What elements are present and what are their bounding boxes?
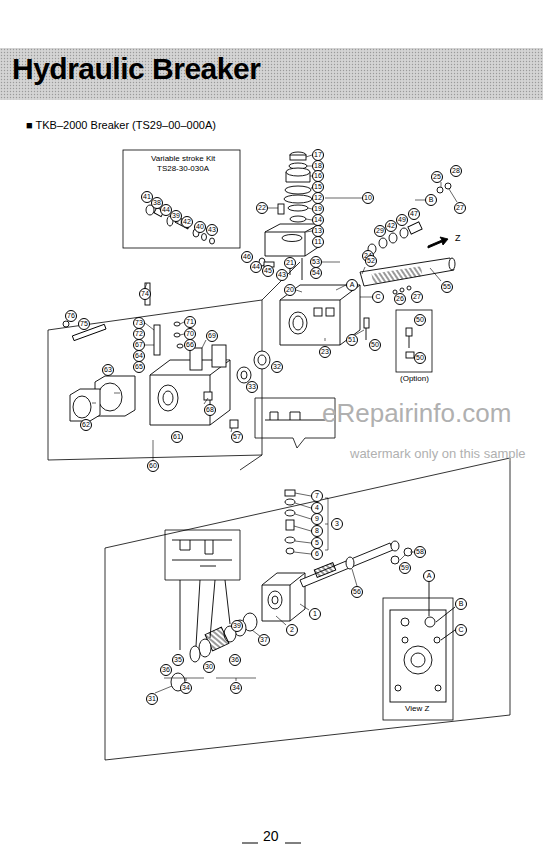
callout-number: 42 — [385, 220, 397, 232]
callout-number: 71 — [184, 316, 196, 328]
callout-number: B — [425, 194, 437, 206]
callout-number: A — [346, 279, 358, 291]
text-label: View Z — [405, 704, 429, 713]
callout-number: 11 — [312, 236, 324, 248]
callout-number: 26 — [394, 293, 406, 305]
callout-number: 27 — [454, 202, 466, 214]
text-label: TS28-30-030A — [157, 164, 209, 173]
callout-number: 65 — [133, 361, 145, 373]
callout-number: 63 — [102, 364, 114, 376]
callout-number: 45 — [262, 265, 274, 277]
page-title: Hydraulic Breaker — [12, 52, 260, 86]
page-number: 20 — [263, 828, 279, 844]
callout-number: 39 — [231, 620, 243, 632]
callout-number: 23 — [319, 346, 331, 358]
callout-number: 20 — [284, 284, 296, 296]
callout-number: 62 — [80, 419, 92, 431]
callout-number: 58 — [414, 546, 426, 558]
watermark: eRepairinfo.com — [322, 398, 511, 429]
callout-number: 1 — [309, 608, 321, 620]
callout-number: 21 — [284, 257, 296, 269]
callout-number: 27 — [411, 291, 423, 303]
variable-stroke-kit-parts — [146, 205, 215, 244]
callout-number: 43 — [206, 224, 218, 236]
callout-number: 50 — [369, 339, 381, 351]
callout-number: 66 — [184, 339, 196, 351]
title-band — [0, 48, 543, 100]
lower-valve-parts — [171, 490, 412, 691]
text-label: ■ TKB–2000 Breaker (TS29–00–000A) — [26, 119, 216, 131]
callout-number: 69 — [206, 330, 218, 342]
callout-number: 35 — [172, 654, 184, 666]
callout-number: 30 — [203, 661, 215, 673]
callout-number: 59 — [399, 562, 411, 574]
callout-number: 32 — [271, 361, 283, 373]
callout-number: 56 — [351, 586, 363, 598]
callout-number: 31 — [146, 693, 158, 705]
callout-number: 10 — [362, 192, 374, 204]
callout-number: 36 — [229, 654, 241, 666]
left-block-parts — [63, 283, 238, 428]
callout-number: A — [423, 570, 435, 582]
callout-number: 74 — [139, 288, 151, 300]
callout-number: 34 — [180, 682, 192, 694]
callout-number: 47 — [408, 208, 420, 220]
callout-number: 2 — [286, 624, 298, 636]
callout-number: 57 — [231, 431, 243, 443]
text-label: Z — [455, 233, 461, 243]
callout-number: 75 — [78, 318, 90, 330]
callout-number: 37 — [258, 634, 270, 646]
callout-number: 6 — [311, 548, 323, 560]
callout-number: 60 — [147, 460, 159, 472]
callout-number: 54 — [310, 267, 322, 279]
callout-number: 28 — [450, 165, 462, 177]
callout-number: 43 — [276, 269, 288, 281]
callout-number: 50 — [414, 352, 426, 364]
callout-number: 68 — [204, 404, 216, 416]
callout-number: 22 — [256, 202, 268, 214]
callout-number: 9 — [311, 513, 323, 525]
callout-number: 8 — [311, 525, 323, 537]
callout-number: 61 — [171, 431, 183, 443]
text-label: Variable stroke Kit — [151, 154, 215, 163]
callout-number: 7 — [311, 490, 323, 502]
callout-number: 25 — [431, 171, 443, 183]
callout-number: 46 — [241, 251, 253, 263]
callout-number: 49 — [396, 214, 408, 226]
callout-number: 34 — [230, 682, 242, 694]
callout-number: C — [455, 624, 467, 636]
callout-number: 36 — [160, 664, 172, 676]
callout-number: 51 — [346, 334, 358, 346]
callout-number: B — [455, 598, 467, 610]
callout-number: 50 — [414, 314, 426, 326]
callout-number: 33 — [246, 381, 258, 393]
watermark-note: watermark only on this sample — [350, 446, 526, 461]
spool-and-plugs — [360, 183, 455, 358]
callout-number: 44 — [250, 261, 262, 273]
main-valve-body — [237, 258, 369, 383]
callout-number: 76 — [65, 310, 77, 322]
callout-number: 55 — [441, 281, 453, 293]
callout-number: 42 — [181, 216, 193, 228]
callout-number: 52 — [365, 255, 377, 267]
text-label: (Option) — [400, 374, 429, 383]
callout-number: C — [372, 291, 384, 303]
callout-number: 3 — [331, 518, 343, 530]
callout-number: 40 — [194, 221, 206, 233]
